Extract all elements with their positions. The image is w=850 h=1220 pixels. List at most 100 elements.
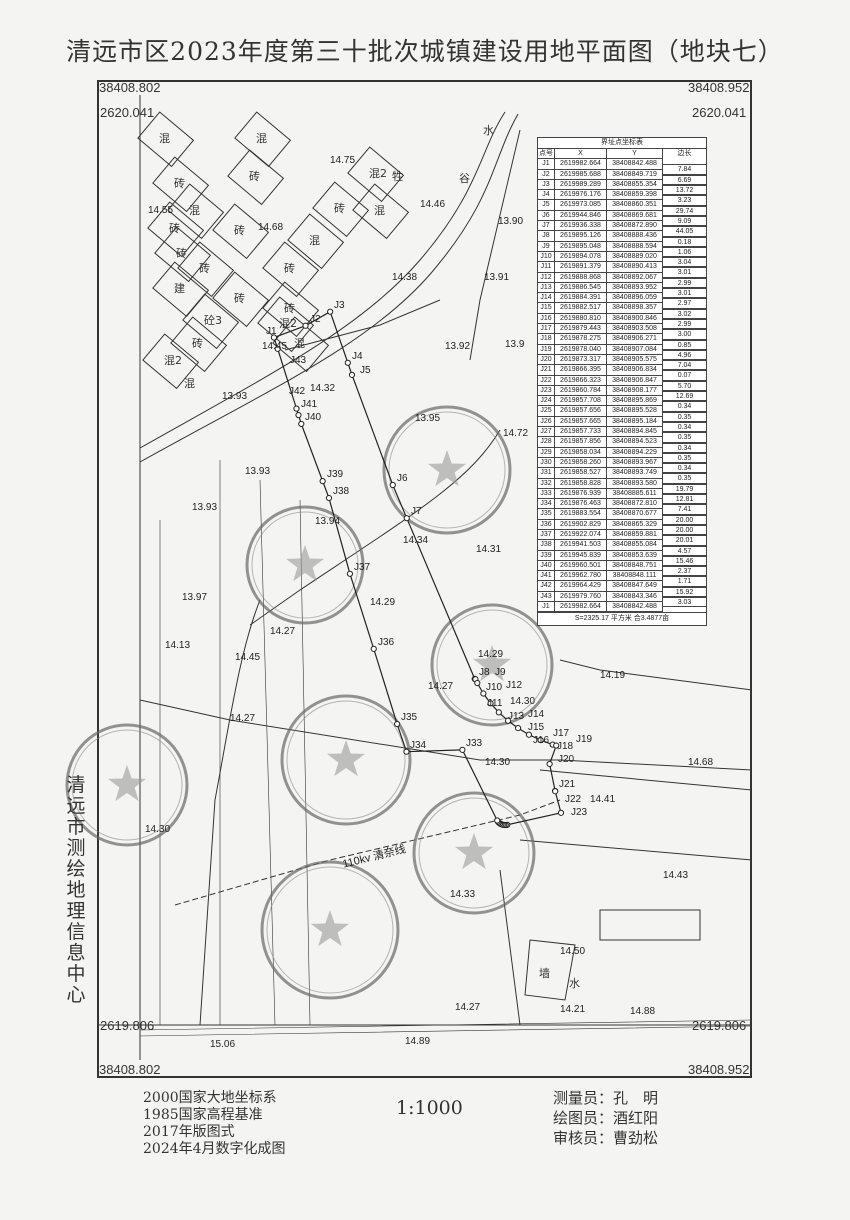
cell-x: 2619878.040 — [555, 344, 607, 355]
cell-x: 2619878.275 — [555, 334, 607, 345]
star-icon — [326, 740, 366, 777]
elevation-label: 14.29 — [370, 597, 396, 608]
star-icon — [107, 765, 147, 802]
elevation-label: 14.27 — [230, 713, 256, 724]
cell-point: J30 — [538, 457, 555, 469]
cell-edge-length: 7.04 — [663, 360, 706, 371]
cell-y: 38408859.881 — [607, 529, 663, 541]
elevation-label: 14.41 — [590, 794, 616, 805]
cell-point: J1 — [538, 602, 555, 613]
building-outline — [262, 241, 320, 298]
boundary-point-marker — [295, 411, 302, 419]
elevation-label: 14.30 — [145, 824, 171, 835]
cell-y: 38408895.869 — [607, 396, 663, 407]
building-label: 砖 — [234, 292, 245, 305]
building-outline — [352, 183, 410, 240]
cell-point: J22 — [538, 375, 555, 386]
cell-x: 2619879.443 — [555, 324, 607, 335]
cell-x: 2619858.527 — [555, 468, 607, 479]
building-label: 混2 — [279, 317, 297, 330]
building-label: 混 — [189, 204, 200, 217]
building-label: 建 — [174, 282, 185, 295]
boundary-point-marker — [546, 760, 553, 768]
cell-x: 2619866.395 — [555, 365, 607, 376]
official-seal — [382, 405, 512, 535]
star-icon — [310, 910, 350, 947]
cell-y: 38408908.177 — [607, 385, 663, 397]
boundary-point-marker — [370, 645, 377, 652]
elevation-label: 14.19 — [600, 670, 626, 681]
cell-y: 38408900.846 — [607, 313, 663, 325]
cell-x: 2619902.829 — [555, 519, 607, 530]
building-label: 谷 — [459, 172, 470, 185]
official-seal — [65, 723, 189, 847]
cell-y: 38408906.847 — [607, 375, 663, 386]
boundary-point-label: J9 — [495, 667, 506, 678]
side-stamp-text: 清远市测绘地理信息中心 — [66, 774, 86, 1006]
elevation-label: 13.9 — [505, 339, 525, 350]
cell-y: 38408885.611 — [607, 488, 663, 500]
cell-x: 2619962.780 — [555, 571, 607, 582]
cell-x: 2619985.688 — [555, 169, 607, 180]
boundary-point-marker — [525, 731, 533, 738]
map-frame — [97, 80, 752, 1078]
boundary-point-marker — [293, 405, 300, 412]
boundary-point-marker — [403, 515, 410, 522]
boundary-point-marker — [553, 742, 560, 749]
cell-edge-length: 5.70 — [663, 380, 706, 392]
cell-edge-length: 0.34 — [663, 401, 706, 412]
boundary-point-label: J19 — [576, 734, 593, 745]
cell-y: 38408894.523 — [607, 437, 663, 448]
area-summary: S=2325.17 平方米 合3.4877亩 — [538, 612, 706, 625]
building-outline — [347, 146, 405, 203]
cell-y: 38408895.184 — [607, 416, 663, 428]
road-edge — [139, 111, 506, 449]
cell-x: 2619880.810 — [555, 313, 607, 325]
field-line — [159, 460, 311, 1026]
cell-y: 38408870.677 — [607, 509, 663, 520]
elevation-label: 14.21 — [560, 1004, 586, 1015]
boundary-point-label: J42 — [289, 386, 306, 397]
elevation-label: 14.89 — [405, 1036, 431, 1047]
building-outline — [272, 316, 330, 373]
cell-edge-length: 29.74 — [663, 205, 706, 216]
elevation-label: 14.29 — [478, 649, 504, 660]
building-label: 混 — [159, 132, 170, 145]
boundary-point-label: J6 — [397, 473, 408, 484]
cell-point: J32 — [538, 478, 555, 489]
cell-point: J12 — [538, 272, 555, 283]
cell-x: 2619888.868 — [555, 272, 607, 283]
building-label: 砖 — [199, 262, 210, 275]
cell-x: 2619857.708 — [555, 396, 607, 407]
boundary-point-label: J35 — [401, 712, 418, 723]
cell-x: 2619882.517 — [555, 303, 607, 314]
table-header: 点号 X Y 边长 — [538, 149, 706, 160]
official-seal — [280, 694, 412, 826]
boundary-point-marker — [327, 308, 334, 315]
elevation-label: 14.55 — [148, 205, 174, 216]
cell-y: 38408848.111 — [607, 571, 663, 582]
boundary-point-label: J1 — [266, 326, 277, 337]
cell-edge-length: 3.01 — [663, 288, 706, 299]
cell-point: J37 — [538, 529, 555, 541]
cell-edge-length: 19.79 — [663, 483, 706, 495]
cell-edge-length: 0.34 — [663, 463, 706, 474]
boundary-point-marker — [346, 570, 354, 577]
cell-y: 38408893.580 — [607, 478, 663, 489]
cell-y: 38408893.967 — [607, 457, 663, 469]
building-label: 混 — [256, 132, 267, 145]
cell-edge-length: 4.96 — [663, 349, 706, 361]
boundary-point-marker — [494, 817, 501, 824]
cell-edge-length: 20.00 — [663, 514, 706, 525]
cell-x: 2619857.856 — [555, 437, 607, 448]
cell-y: 38408869.681 — [607, 210, 663, 222]
